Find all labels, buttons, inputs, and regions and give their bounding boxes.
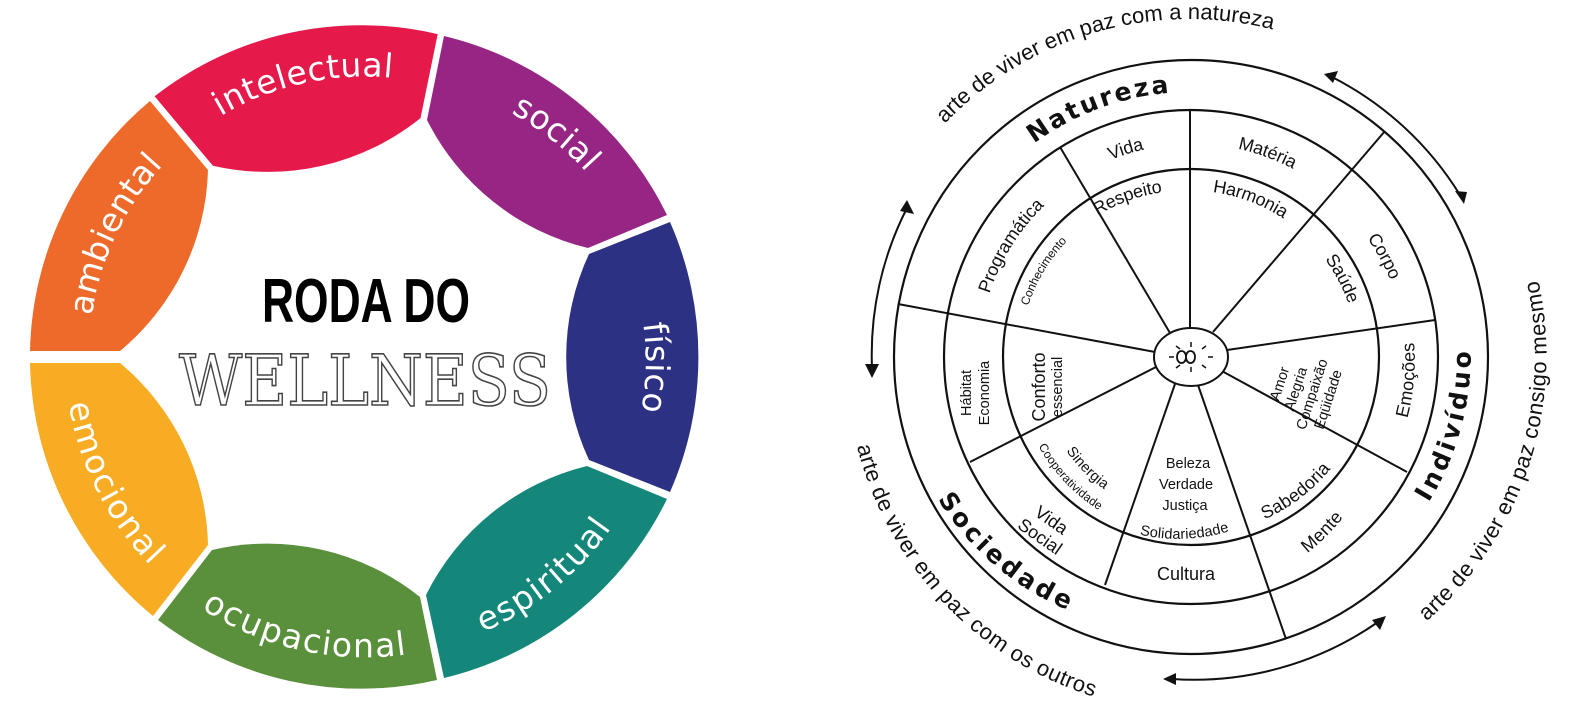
cell-cultura: Cultura xyxy=(1157,564,1216,584)
arrow-left xyxy=(870,207,908,369)
infinity-sun-icon xyxy=(1153,327,1229,387)
domain-dividers xyxy=(897,130,1386,640)
cell-beleza: Beleza xyxy=(1166,456,1211,472)
wellness-title-line2: WELLNESS xyxy=(179,340,551,422)
cell-mente: Mente xyxy=(1297,507,1346,556)
cell-solidariedade: Solidariedade xyxy=(1139,520,1230,543)
cell-vida-social: Vida Social xyxy=(1014,502,1072,559)
segment-fisico xyxy=(566,222,699,492)
middle-ring xyxy=(942,108,1440,606)
outer-ring xyxy=(892,58,1490,656)
wellness-wheel-graphic: intelectual social físico espiritual ocu… xyxy=(30,25,699,689)
segment-social xyxy=(427,36,667,248)
cell-conforto-line1: Conforto xyxy=(1029,352,1049,421)
cell-materia: Matéria xyxy=(1237,133,1301,173)
cell-economia: Economia xyxy=(977,360,993,425)
sector-dividers xyxy=(969,111,1436,586)
wellness-segments xyxy=(30,25,699,689)
peace-wheel: arte de viver em paz com a natureza arte… xyxy=(780,0,1573,720)
domain-individuo: Indivíduo xyxy=(1409,348,1477,506)
segment-intelectual xyxy=(154,25,438,172)
cell-harmonia: Harmonia xyxy=(1212,176,1293,222)
cell-emotions-list: Amor Alegria Compaixão Eqüidade xyxy=(1267,357,1346,432)
cell-verdade: Verdade xyxy=(1159,477,1213,493)
arrow-bottom xyxy=(1171,621,1379,681)
cell-conforto-line2: essencial xyxy=(1050,357,1066,417)
cell-conforto: Conforto essencial xyxy=(1029,352,1066,421)
cell-justica: Justiça xyxy=(1162,498,1208,514)
cell-habitat: Hábitat xyxy=(959,370,975,416)
peace-wheel-graphic: arte de viver em paz com a natureza arte… xyxy=(852,0,1552,701)
cell-vida: Vida xyxy=(1105,134,1146,164)
cell-habitat-economia: Hábitat Economia xyxy=(959,360,993,425)
label-fisico: físico xyxy=(633,320,676,417)
cell-emocoes: Emoções xyxy=(1392,342,1419,419)
cell-saude: Saúde xyxy=(1322,250,1364,305)
cell-corpo: Corpo xyxy=(1364,229,1405,282)
segment-ocupacional xyxy=(158,543,437,689)
wellness-wheel: intelectual social físico espiritual ocu… xyxy=(0,0,730,720)
cycle-arrows xyxy=(865,71,1467,685)
domain-natureza: Natureza xyxy=(1021,70,1173,149)
cell-respeito: Respeito xyxy=(1090,176,1164,219)
wellness-title-line1: RODA DO xyxy=(262,267,470,336)
arrow-top-right xyxy=(1331,76,1461,196)
cell-values-center-bottom: Beleza Verdade Justiça xyxy=(1159,456,1213,514)
segment-ambiental xyxy=(30,101,208,351)
cell-conhecimento: Conhecimento xyxy=(1018,233,1070,307)
segment-emocional xyxy=(30,363,208,616)
segment-espiritual xyxy=(426,466,667,678)
